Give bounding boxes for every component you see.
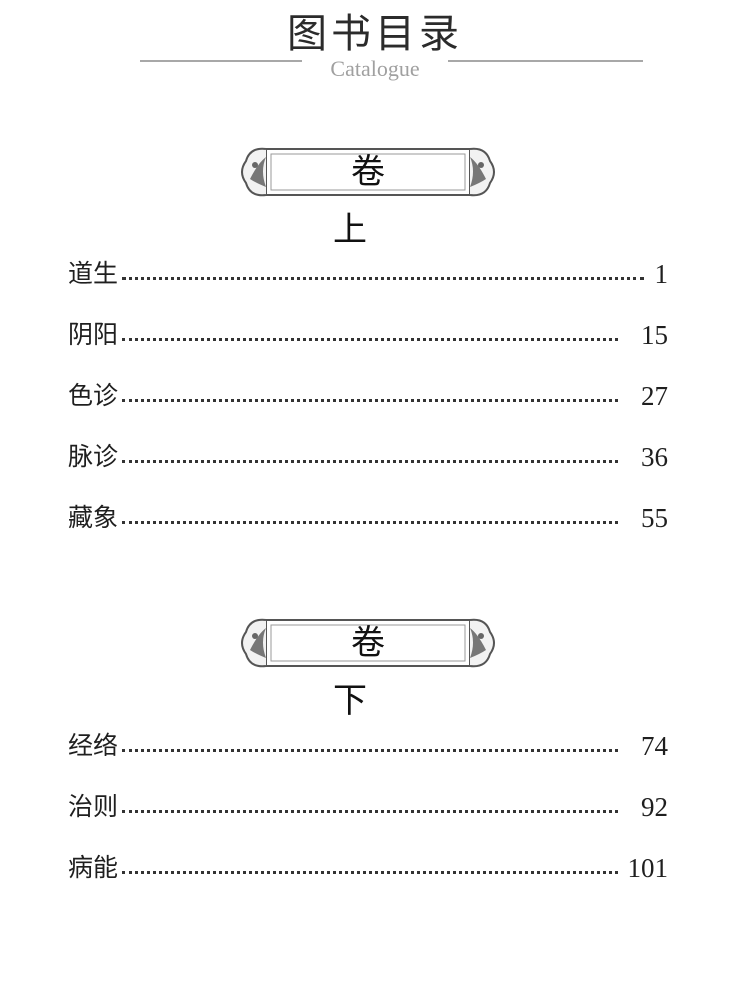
toc-item-title: 治则 (68, 792, 119, 821)
toc-item-title: 道生 (68, 259, 119, 288)
toc-item-title: 阴阳 (68, 320, 119, 349)
toc-item[interactable]: 道生 1 (68, 259, 668, 289)
toc-item[interactable]: 治则 92 (68, 792, 668, 822)
dot-leader (122, 521, 618, 524)
dot-leader (122, 810, 618, 813)
toc-item-title: 经络 (68, 731, 119, 760)
ornate-frame-icon (241, 147, 495, 197)
section-banner-lower: 卷下 (236, 614, 500, 721)
toc-list-lower: 经络 74 治则 92 病能 101 (68, 731, 668, 883)
section-banner-upper: 卷上 (236, 143, 500, 250)
dot-leader (122, 338, 618, 341)
header-rule-right (448, 60, 643, 62)
toc-item-page: 55 (641, 503, 668, 533)
toc-item-title: 脉诊 (68, 442, 119, 471)
toc-item[interactable]: 阴阳 15 (68, 320, 668, 350)
page-title: 图书目录 (287, 11, 463, 57)
toc-item-page: 36 (641, 442, 668, 472)
catalogue-header: 图书目录 Catalogue (0, 0, 750, 100)
toc-item-title: 色诊 (68, 381, 119, 410)
toc-item[interactable]: 色诊 27 (68, 381, 668, 411)
ornate-frame-icon (241, 618, 495, 668)
header-rule-left (140, 60, 302, 62)
dot-leader (122, 277, 644, 280)
toc-item-page: 101 (627, 853, 669, 883)
toc-item-page: 1 (654, 259, 669, 289)
toc-item-page: 15 (641, 320, 668, 350)
page-subtitle: Catalogue (330, 56, 420, 81)
toc-item-title: 藏象 (68, 503, 119, 532)
toc-list-upper: 道生 1 阴阳 15 色诊 27 脉诊 36 藏象 55 (68, 259, 668, 533)
toc-item[interactable]: 经络 74 (68, 731, 668, 761)
dot-leader (122, 460, 618, 463)
toc-item[interactable]: 脉诊 36 (68, 442, 668, 472)
toc-item[interactable]: 病能 101 (68, 853, 668, 883)
toc-item-title: 病能 (68, 853, 119, 882)
dot-leader (122, 399, 618, 402)
toc-item-page: 74 (641, 731, 668, 761)
toc-item-page: 92 (641, 792, 668, 822)
toc-item[interactable]: 藏象 55 (68, 503, 668, 533)
dot-leader (122, 749, 618, 752)
toc-item-page: 27 (641, 381, 668, 411)
section-label: 卷下 (333, 623, 421, 721)
section-label: 卷上 (333, 152, 421, 250)
dot-leader (122, 871, 618, 874)
